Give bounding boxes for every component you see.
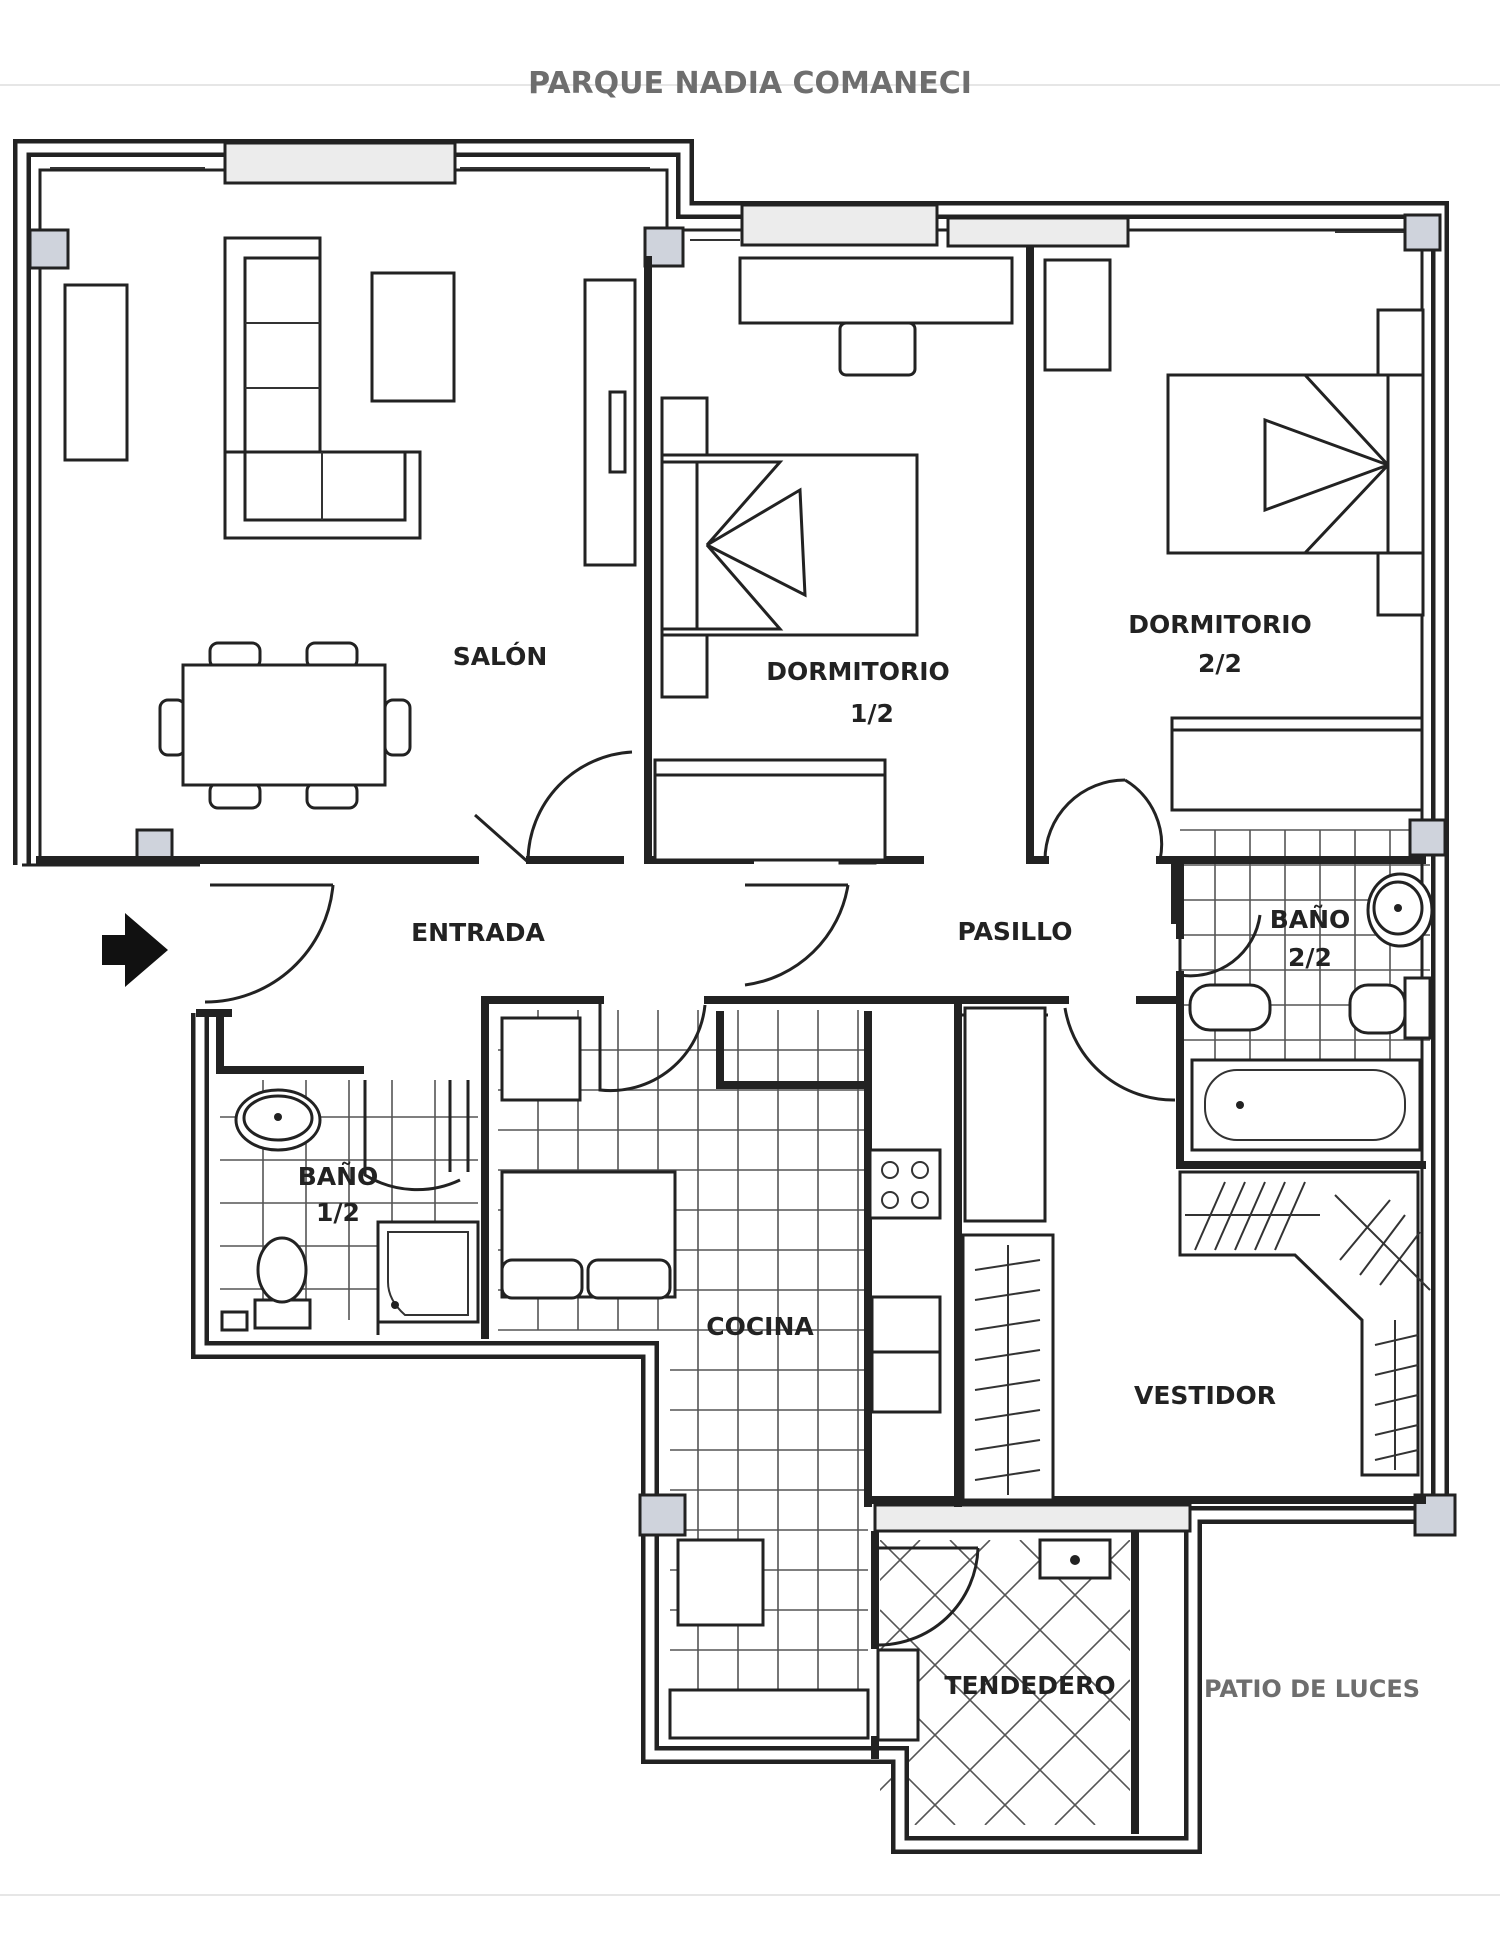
- label-vestidor: VESTIDOR: [1134, 1381, 1276, 1410]
- label-salon: SALÓN: [453, 641, 548, 671]
- labels: PARQUE NADIA COMANECI SALÓN DORMITORIO 1…: [298, 66, 1420, 1703]
- label-dormitorio-1: DORMITORIO: [766, 657, 950, 686]
- cocina-tiles: [498, 1010, 868, 1720]
- label-bano-1: BAÑO: [298, 1162, 379, 1191]
- label-dormitorio-1-number: 1/2: [850, 699, 894, 728]
- label-pasillo: PASILLO: [958, 917, 1073, 946]
- interior-walls: [36, 246, 1426, 1834]
- tendedero-fixtures: [875, 1538, 1112, 1580]
- label-bano-2: BAÑO: [1270, 905, 1351, 934]
- label-tendedero: TENDEDERO: [944, 1671, 1115, 1700]
- dormitorio-1-furniture: [653, 256, 1014, 862]
- windows: [50, 141, 1405, 1533]
- bano-1-fixtures: [220, 1080, 480, 1335]
- dormitorio-2-furniture: [1043, 258, 1425, 812]
- bano-2-fixtures: [1188, 872, 1434, 1152]
- salon-furniture: [63, 236, 637, 810]
- label-dormitorio-2-number: 2/2: [1198, 649, 1242, 678]
- label-dormitorio-2: DORMITORIO: [1128, 610, 1312, 639]
- label-patio-de-luces: PATIO DE LUCES: [1204, 1675, 1420, 1703]
- label-entrada: ENTRADA: [411, 918, 545, 947]
- label-bano-2-number: 2/2: [1288, 943, 1332, 972]
- plan-title: PARQUE NADIA COMANECI: [528, 66, 972, 101]
- arrow-right-icon: [102, 913, 168, 987]
- cocina-fixtures: [500, 1006, 1055, 1742]
- dining-table: [158, 641, 412, 810]
- label-cocina: COCINA: [706, 1312, 814, 1341]
- vestidor-wardrobes: [974, 1170, 1431, 1495]
- label-bano-1-number: 1/2: [316, 1198, 360, 1227]
- sofa: [223, 236, 422, 540]
- tile-floors: [220, 829, 1430, 1825]
